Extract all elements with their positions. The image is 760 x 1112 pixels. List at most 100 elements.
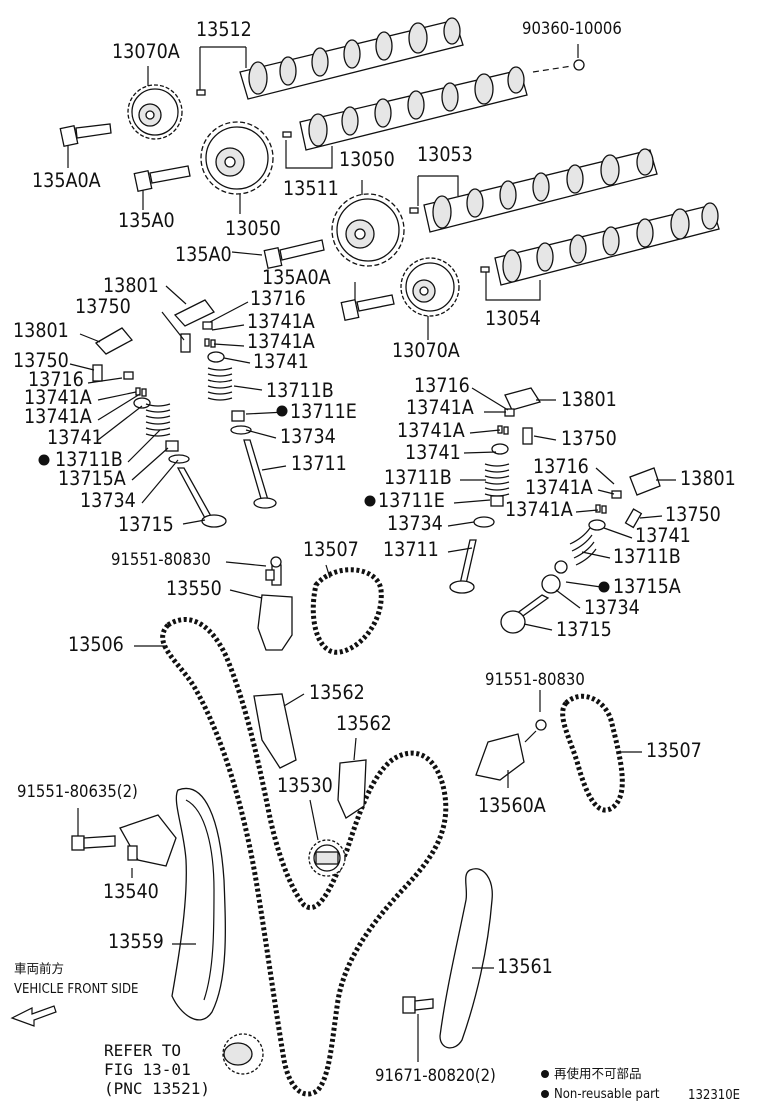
tensioner-arm-13540-icon (71, 814, 177, 867)
legend-jp-label: 再使用不可部品 (554, 1066, 642, 1081)
timing-gear-13070a-upper-icon (127, 84, 183, 140)
spring-retainer-icon (133, 351, 606, 531)
part-label-13050: 13050 (225, 217, 281, 240)
bolt-135a0a-lower-icon (340, 294, 395, 322)
part-label-90360-10006: 90360-10006 (522, 19, 622, 38)
tensioner-slipper-13559-icon (171, 787, 226, 1021)
leader-lines (67, 44, 676, 1062)
part-label-13734: 13734 (584, 596, 640, 619)
rocker-arm-icon (94, 299, 661, 496)
part-label-91671-80820-2-: 91671-80820(2) (375, 1066, 496, 1085)
part-label-13561: 13561 (497, 955, 553, 978)
part-label-13741a: 13741A (397, 419, 465, 442)
bolt-135a0-lower-icon (263, 239, 325, 270)
part-label-13750: 13750 (75, 295, 131, 318)
part-label-13741a: 13741A (247, 310, 315, 333)
secondary-chain-left-icon (310, 567, 384, 655)
part-label-13562: 13562 (336, 712, 392, 735)
chain-guide-13561-icon (439, 868, 493, 1049)
direction-en-label: VEHICLE FRONT SIDE (14, 982, 138, 997)
part-label-13741a: 13741A (24, 405, 92, 428)
vehicle-direction-note: 車両前方 VEHICLE FRONT SIDE (10, 961, 138, 1027)
part-label-13801: 13801 (561, 388, 617, 411)
part-label-13070a: 13070A (392, 339, 460, 362)
camshaft-intake-right-icon (494, 202, 720, 286)
part-label-91551-80830: 91551-80830 (485, 670, 585, 689)
chain-tensioner-13560a-icon (475, 719, 547, 781)
part-number-labels: 13512 13070A 90360-10006 135A0A 13050 13053 13… (13, 18, 736, 1085)
part-label-13711b: 13711B (266, 379, 334, 402)
part-label-13715: 13715 (556, 618, 612, 641)
part-label-13741: 13741 (253, 350, 309, 373)
part-label-13511: 13511 (283, 177, 339, 200)
part-label-13716: 13716 (414, 374, 470, 397)
part-label-13734: 13734 (280, 425, 336, 448)
part-label-13750: 13750 (665, 503, 721, 526)
chain-components-group (71, 556, 547, 1075)
part-label-13741a: 13741A (247, 330, 315, 353)
nonreusable-markers (38, 405, 610, 1098)
part-label-13540: 13540 (103, 880, 159, 903)
chain-slipper-13562-upper-icon (253, 693, 297, 769)
part-label-135a0a: 135A0A (262, 266, 331, 289)
timing-gear-13070a-lower-icon (400, 257, 460, 317)
part-label-13053: 13053 (417, 143, 473, 166)
part-label-13507: 13507 (646, 739, 702, 762)
lash-adjuster-icon (92, 333, 643, 529)
valve-stem-seal-icon (165, 410, 568, 574)
crank-sprocket-13530-icon (308, 839, 346, 877)
guide-bolt-icon (402, 996, 434, 1014)
camshaft-exhaust-left-icon (239, 17, 464, 100)
part-label-135a0: 135A0 (175, 243, 232, 266)
front-arrow-icon (10, 1005, 57, 1027)
part-label-13741: 13741 (635, 524, 691, 547)
part-label-13741a: 13741A (24, 386, 92, 409)
part-label-13054: 13054 (485, 307, 541, 330)
part-label-13741a: 13741A (406, 396, 474, 419)
valve-spring-seat-icon (168, 425, 561, 594)
part-label-13711b: 13711B (613, 545, 681, 568)
part-label-13550: 13550 (166, 577, 222, 600)
valve-spring-icon (145, 367, 597, 566)
chain-damper-13562-lower-icon (337, 759, 367, 819)
part-label-13506: 13506 (68, 633, 124, 656)
part-label-13716: 13716 (533, 455, 589, 478)
part-label-13716: 13716 (28, 368, 84, 391)
part-label-13562: 13562 (309, 681, 365, 704)
part-label-13050: 13050 (339, 148, 395, 171)
vvt-gear-group (127, 84, 460, 317)
legend-en-label: Non-reusable part (554, 1087, 660, 1102)
camshaft-group (196, 17, 720, 286)
part-label-91551-80830: 91551-80830 (111, 550, 211, 569)
legend: 再使用不可部品 Non-reusable part (554, 1066, 660, 1102)
part-label-13711e: 13711E (290, 400, 357, 423)
part-label-13750: 13750 (13, 349, 69, 372)
part-label-13741a: 13741A (505, 498, 573, 521)
part-label-13711b: 13711B (55, 448, 123, 471)
part-label-13507: 13507 (303, 538, 359, 561)
chain-tensioner-13550-icon (257, 556, 293, 651)
camshaft-intake-left-icon (299, 66, 528, 151)
part-label-13741: 13741 (47, 426, 103, 449)
plug-icon (573, 59, 585, 71)
refer-note: REFER TO FIG 13-01 (PNC 13521) (104, 1041, 210, 1098)
part-label-13801: 13801 (680, 467, 736, 490)
crankshaft-sprocket-ref-icon (222, 1033, 264, 1075)
part-label-13734: 13734 (80, 489, 136, 512)
gear-bolts (59, 123, 395, 322)
part-label-13070a: 13070A (112, 40, 180, 63)
bolt-135a0-upper-icon (133, 165, 191, 193)
part-label-13711: 13711 (383, 538, 439, 561)
timing-gear-13050-lower-icon (331, 193, 405, 267)
refer-line3: (PNC 13521) (104, 1079, 210, 1098)
valve-train-group (92, 299, 661, 634)
part-label-13560a: 13560A (478, 794, 546, 817)
part-label-13711b: 13711B (384, 466, 452, 489)
refer-line1: REFER TO (104, 1041, 181, 1060)
part-label-13711e: 13711E (378, 489, 445, 512)
camshaft-exhaust-right-icon (423, 148, 658, 233)
part-label-91551-80635-2-: 91551-80635(2) (17, 782, 138, 801)
part-label-13512: 13512 (196, 18, 252, 41)
